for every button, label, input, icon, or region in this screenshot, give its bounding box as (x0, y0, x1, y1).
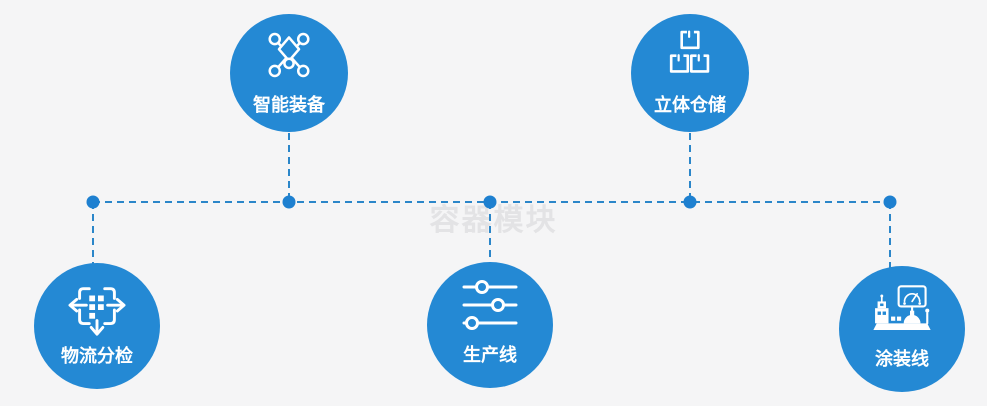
control-station-icon (873, 285, 931, 331)
sliders-icon (462, 280, 518, 330)
node-label: 涂装线 (875, 349, 929, 369)
node-label: 立体仓储 (654, 95, 726, 115)
node-circle: 智能装备 (230, 14, 348, 132)
junction-dot (86, 195, 100, 209)
junction-dot (483, 195, 497, 209)
node-circle: 涂装线 (839, 266, 965, 392)
junction-dot (282, 195, 296, 209)
junction-dot (883, 195, 897, 209)
network-nodes-icon (268, 32, 310, 78)
sort-distribute-icon (68, 287, 126, 336)
node-circle: 物流分检 (34, 263, 160, 389)
node-circle: 立体仓储 (631, 14, 749, 132)
stacked-boxes-icon (669, 30, 710, 73)
node-logistics-sorting: 物流分检 (34, 263, 160, 389)
node-smart-equipment: 智能装备 (230, 14, 348, 132)
node-label: 智能装备 (253, 95, 325, 115)
junction-dot (683, 195, 697, 209)
node-circle: 生产线 (427, 262, 553, 388)
node-label: 物流分检 (61, 346, 133, 366)
node-painting-line: 涂装线 (839, 266, 965, 392)
node-warehouse: 立体仓储 (631, 14, 749, 132)
node-production-line: 生产线 (427, 262, 553, 388)
watermark-text: 容器模块 (429, 204, 558, 237)
node-label: 生产线 (463, 345, 517, 365)
